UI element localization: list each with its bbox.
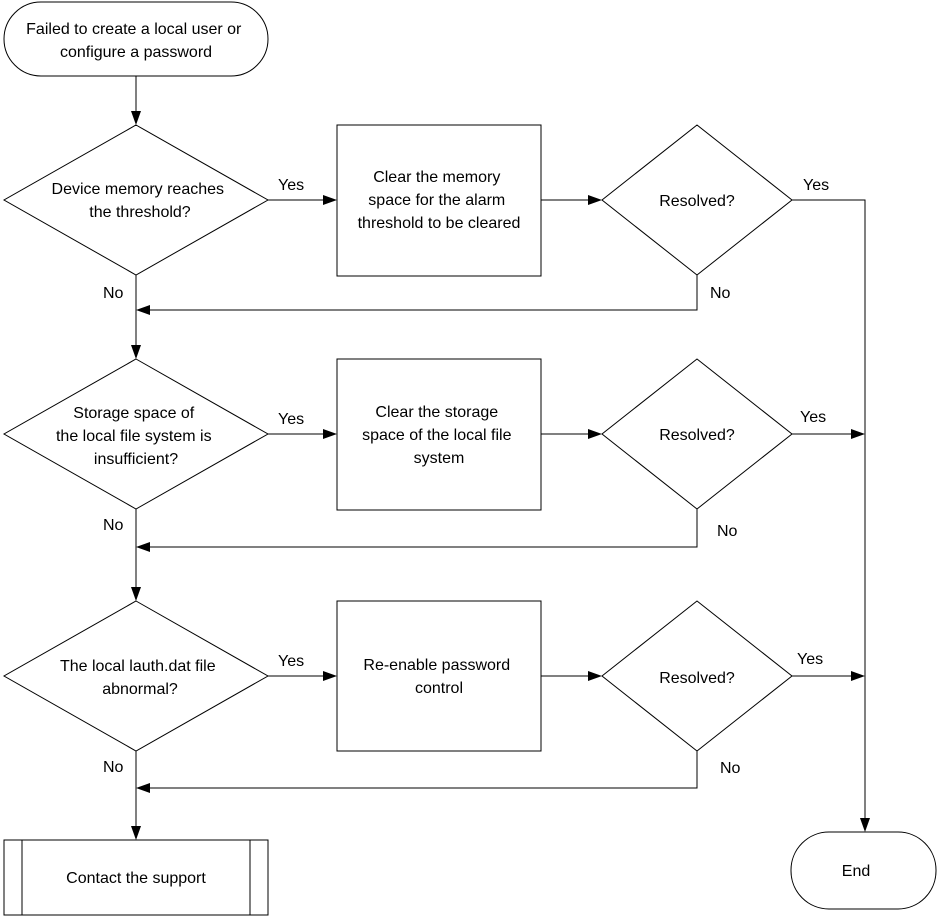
- action-1-line-3: threshold to be cleared: [358, 215, 521, 232]
- decision-1-line-2: the threshold?: [89, 204, 191, 221]
- decision-resolved-1: Resolved?: [601, 124, 793, 276]
- no-label-2: No: [103, 517, 124, 534]
- arrowhead: [860, 818, 870, 832]
- action-3-line-1: Re-enable password: [363, 657, 510, 674]
- arrowhead: [588, 195, 602, 205]
- start-line-2: configure a password: [60, 44, 212, 61]
- arrowhead: [131, 111, 141, 125]
- resolved-no-label-2: No: [717, 523, 738, 540]
- arrowhead: [136, 305, 150, 315]
- arrowhead: [851, 671, 865, 681]
- action-1-line-1: Clear the memory: [373, 169, 500, 186]
- decision-3-line-1: The local lauth.dat file: [60, 658, 216, 675]
- svg-text:Re-enable password contr: Re-enable password control: [363, 657, 514, 697]
- resolved-1-label: Resolved?: [659, 193, 735, 210]
- decision-2-line-3: insufficient?: [94, 451, 178, 468]
- arrowhead: [851, 429, 865, 439]
- action-2-line-3: system: [414, 450, 465, 467]
- decision-lauth-file: The local lauth.dat file abnormal?: [2, 600, 270, 752]
- svg-text:Clear the memory space f: Clear the memory space for the alarm thr…: [358, 169, 521, 232]
- arrowhead: [131, 587, 141, 601]
- connector-resolved-no-1: [149, 275, 698, 311]
- svg-text:Clear the storage space: Clear the storage space of the local fil…: [362, 404, 516, 467]
- resolved-yes-label-1: Yes: [803, 177, 829, 194]
- decision-resolved-2: Resolved?: [601, 358, 793, 510]
- decision-2-line-1: Storage space of: [73, 405, 195, 422]
- resolved-yes-label-2: Yes: [800, 409, 826, 426]
- decision-memory-threshold: Device memory reaches the threshold?: [2, 124, 270, 276]
- action-reenable-password: Re-enable password control: [336, 600, 542, 752]
- end-label: End: [842, 863, 870, 880]
- arrowhead: [136, 783, 150, 793]
- yes-label-1: Yes: [278, 177, 304, 194]
- action-2-line-1: Clear the storage: [375, 404, 498, 421]
- action-clear-storage: Clear the storage space of the local fil…: [336, 358, 542, 511]
- action-3-line-2: control: [415, 680, 463, 697]
- resolved-no-label-1: No: [710, 285, 731, 302]
- svg-text:Failed to create a local user: Failed to create a local user or configu…: [26, 21, 246, 61]
- resolved-yes-label-3: Yes: [797, 651, 823, 668]
- arrowhead: [588, 671, 602, 681]
- action-1-line-2: space for the alarm: [368, 192, 505, 209]
- contact-support-process: Contact the support: [3, 839, 269, 916]
- start-terminator: Failed to create a local user or configu…: [3, 1, 269, 77]
- arrowhead: [323, 195, 337, 205]
- svg-text:The local lauth.dat file: The local lauth.dat file abnormal?: [60, 658, 220, 698]
- contact-support-label: Contact the support: [66, 870, 206, 887]
- resolved-2-label: Resolved?: [659, 427, 735, 444]
- action-2-line-2: space of the local file: [362, 427, 512, 444]
- arrowhead: [131, 345, 141, 359]
- no-label-1: No: [103, 285, 124, 302]
- resolved-no-label-3: No: [720, 760, 741, 777]
- arrowhead: [136, 542, 150, 552]
- svg-text:Resolved?: Resolved?: [659, 193, 735, 210]
- start-line-1: Failed to create a local user or: [26, 21, 242, 38]
- connector-resolved-yes-trunk: [792, 199, 866, 819]
- arrowhead: [131, 826, 141, 840]
- no-label-3: No: [103, 759, 124, 776]
- arrowhead: [323, 429, 337, 439]
- yes-label-3: Yes: [278, 653, 304, 670]
- decision-storage-space: Storage space of the local file system i…: [2, 358, 270, 510]
- connector-resolved-no-2: [149, 509, 698, 548]
- svg-text:Device memory reaches th: Device memory reaches the threshold?: [52, 181, 229, 221]
- decision-1-line-1: Device memory reaches: [52, 181, 225, 198]
- svg-text:Resolved?: Resolved?: [659, 427, 735, 444]
- yes-label-2: Yes: [278, 411, 304, 428]
- connectors: [131, 76, 870, 840]
- svg-text:Storage space of the loc: Storage space of the local file system i…: [56, 405, 216, 468]
- arrowhead: [323, 671, 337, 681]
- decision-2-line-2: the local file system is: [56, 428, 212, 445]
- decision-3-line-2: abnormal?: [102, 681, 178, 698]
- svg-text:Resolved?: Resolved?: [659, 670, 735, 687]
- end-terminator: End: [790, 831, 937, 910]
- arrowhead: [588, 429, 602, 439]
- connector-resolved-no-3: [149, 751, 698, 789]
- resolved-3-label: Resolved?: [659, 670, 735, 687]
- action-clear-memory: Clear the memory space for the alarm thr…: [336, 124, 542, 277]
- decision-resolved-3: Resolved?: [601, 600, 793, 752]
